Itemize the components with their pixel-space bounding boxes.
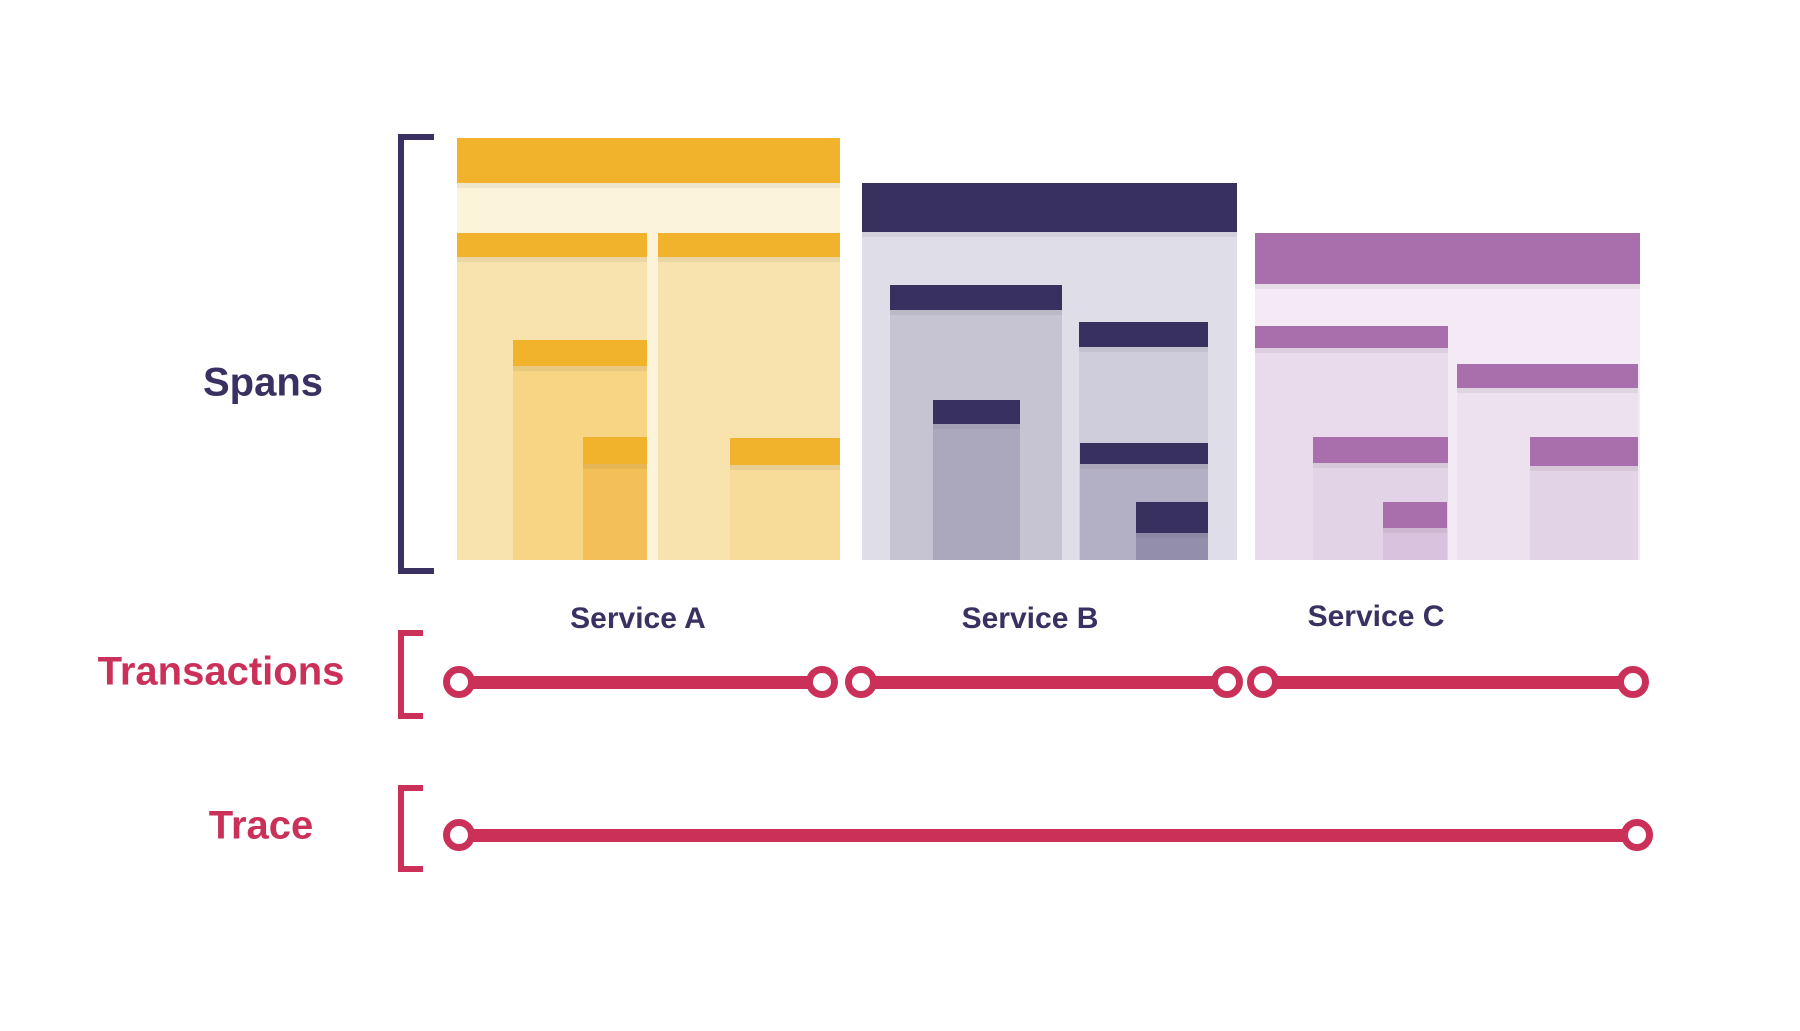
spans-bracket	[398, 134, 434, 574]
service-a-span-bar	[583, 437, 647, 464]
trace-bracket	[398, 785, 423, 872]
service-b-span-bar	[1079, 322, 1208, 347]
transaction-line-2-endpoint-circle	[845, 666, 877, 698]
service-b-span-bar	[1080, 443, 1208, 464]
service-c-span-body	[1530, 466, 1638, 560]
transaction-line-2	[861, 675, 1227, 689]
trace-row-label: Trace	[208, 803, 314, 848]
transactions-row-label: Transactions	[97, 649, 345, 694]
transaction-line-1-endpoint-circle	[806, 666, 838, 698]
service-c-span-bar	[1383, 502, 1447, 528]
service-b-span-bar	[1136, 502, 1208, 533]
service-c-span-body	[1383, 528, 1447, 560]
trace-line	[459, 828, 1637, 842]
service-c-span-bar	[1255, 326, 1448, 348]
trace-line-endpoint-circle	[443, 819, 475, 851]
service-b-span-body	[1136, 533, 1208, 560]
transactions-bracket	[398, 630, 423, 719]
service-c-span-bar	[1530, 437, 1638, 466]
service-b-span-bar	[933, 400, 1020, 424]
service-b-label: Service B	[961, 602, 1099, 635]
service-a-span-bar	[457, 138, 840, 183]
service-a-span-bar	[513, 340, 647, 366]
service-b-span-body	[933, 424, 1020, 560]
service-c-span-bar	[1313, 437, 1448, 463]
service-c-span-bar	[1457, 364, 1638, 388]
service-a-span-body	[583, 464, 647, 560]
service-b-span-bar	[890, 285, 1062, 310]
transaction-line-3-endpoint-circle	[1617, 666, 1649, 698]
service-a-span-bar	[730, 438, 840, 465]
service-c-span-bar	[1255, 233, 1640, 284]
transaction-line-3-endpoint-circle	[1247, 666, 1279, 698]
transaction-line-1	[459, 675, 822, 689]
transaction-line-2-endpoint-circle	[1211, 666, 1243, 698]
service-c-label: Service C	[1307, 600, 1445, 633]
transaction-line-1-endpoint-circle	[443, 666, 475, 698]
spans-row-label: Spans	[202, 360, 324, 405]
service-a-span-bar	[658, 233, 840, 257]
trace-line-endpoint-circle	[1621, 819, 1653, 851]
service-a-span-body	[730, 465, 840, 560]
service-a-label: Service A	[570, 602, 706, 635]
transaction-line-3	[1263, 675, 1633, 689]
service-a-span-bar	[457, 233, 647, 257]
service-b-span-bar	[862, 183, 1237, 232]
